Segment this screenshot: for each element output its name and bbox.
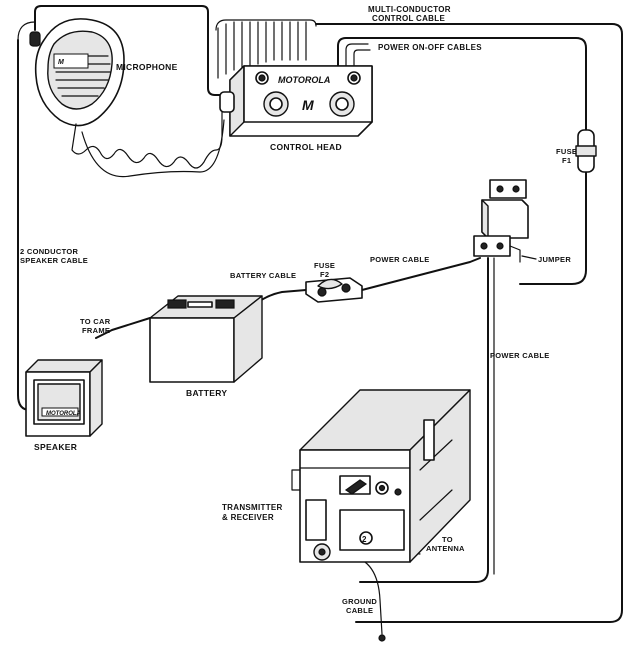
label-transmitter-2: & RECEIVER xyxy=(222,513,274,522)
mic-hanger xyxy=(219,91,235,113)
label-transmitter-1: TRANSMITTER xyxy=(222,503,283,512)
label-multi-conductor-1: MULTI-CONDUCTOR xyxy=(368,5,451,14)
label-power-on-off: POWER ON-OFF CABLES xyxy=(378,43,482,52)
speaker-cable xyxy=(34,5,231,96)
label-power-cable-right: POWER CABLE xyxy=(490,351,550,360)
speaker-cable-down xyxy=(17,39,31,411)
label-control-head: CONTROL HEAD xyxy=(270,142,342,152)
fuse-f1 xyxy=(575,129,597,173)
fuse-f2 xyxy=(305,277,363,303)
control-head-brand: MOTOROLA xyxy=(278,75,330,85)
speaker-cable-top xyxy=(17,21,36,41)
power-cable-right xyxy=(359,257,489,583)
control-head: MOTOROLA M xyxy=(219,65,373,137)
label-to-car-frame-2: FRAME xyxy=(82,326,110,335)
car-frame-ground xyxy=(95,317,151,339)
label-speaker: SPEAKER xyxy=(34,442,77,452)
power-on-off-cable-3 xyxy=(353,49,371,75)
label-ground-cable-2: CABLE xyxy=(346,606,373,615)
label-battery: BATTERY xyxy=(186,388,227,398)
ground-lug xyxy=(378,634,386,642)
label-to-antenna-2: ANTENNA xyxy=(426,544,465,553)
label-to-car-frame-1: TO CAR xyxy=(80,317,111,326)
microphone-coiled-cord xyxy=(71,109,223,169)
label-to-antenna-1: TO xyxy=(442,535,453,544)
power-on-off-cable-2 xyxy=(345,43,369,73)
label-speaker-cable-1: 2 CONDUCTOR xyxy=(20,247,78,256)
transmitter-receiver: 2 xyxy=(291,389,471,563)
fuse-f1-cable xyxy=(519,171,587,285)
jumper-leader xyxy=(521,255,537,260)
power-cable-upper xyxy=(361,257,481,291)
microphone: M xyxy=(29,18,225,178)
label-battery-cable: BATTERY CABLE xyxy=(230,271,296,280)
label-multi-conductor-2: CONTROL CABLE xyxy=(372,14,445,23)
label-fuse-f2-2: F2 xyxy=(320,270,329,279)
label-ground-cable-1: GROUND xyxy=(342,597,377,606)
label-power-cable-upper: POWER CABLE xyxy=(370,255,430,264)
microphone-logo: M xyxy=(58,59,64,66)
battery xyxy=(149,295,263,383)
label-jumper: JUMPER xyxy=(538,255,571,264)
label-fuse-f1-1: FUSE xyxy=(556,147,577,156)
label-fuse-f1-2: F1 xyxy=(562,156,571,165)
control-head-m-logo: M xyxy=(302,97,314,113)
label-speaker-cable-2: SPEAKER CABLE xyxy=(20,256,88,265)
speaker: MOTOROLA xyxy=(25,359,103,437)
ptt-button xyxy=(29,31,41,47)
relay-block xyxy=(473,179,529,263)
power-on-off-cables xyxy=(337,37,587,131)
label-fuse-f2-1: FUSE xyxy=(314,261,335,270)
speaker-brand: MOTOROLA xyxy=(46,411,81,417)
label-microphone: MICROPHONE xyxy=(116,62,178,72)
antenna-jack-num: 2 xyxy=(362,535,367,544)
multi-conductor-cable xyxy=(215,19,623,623)
